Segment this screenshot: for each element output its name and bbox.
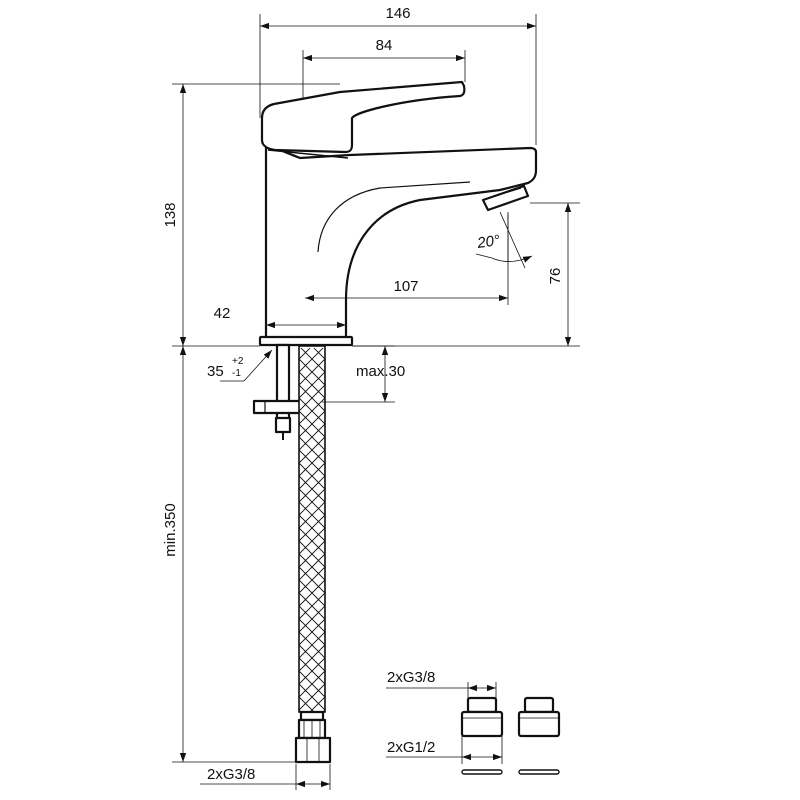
dim-min-hose-length: min.350 [162, 503, 179, 556]
threaded-rod [274, 343, 292, 440]
adapter-right [517, 696, 561, 738]
dim-hole-tol-minus: -1 [232, 368, 241, 379]
dim-hole-diameter: 35 [207, 363, 224, 380]
dim-max-thickness: max.30 [356, 363, 405, 380]
dim-hose-connection: 2xG3/8 [207, 766, 255, 783]
dim-spout-angle: 20° [475, 232, 501, 252]
dim-lever-length: 84 [376, 37, 393, 54]
lever-handle [260, 80, 466, 154]
dim-hole-tol-plus: +2 [232, 356, 244, 367]
seal-washers [461, 769, 560, 775]
dim-total-length: 146 [385, 5, 410, 22]
dim-adapter-top: 2xG3/8 [387, 669, 435, 686]
dimension-lines [172, 14, 580, 790]
base-plate [258, 335, 354, 347]
faucet-body [260, 80, 538, 340]
dim-total-height: 138 [162, 202, 179, 227]
adapter-left [460, 696, 504, 738]
hose-fitting [294, 710, 332, 764]
dim-adapter-bottom: 2xG1/2 [387, 739, 435, 756]
dim-spout-reach: 107 [393, 278, 418, 295]
dim-base-diameter: 42 [214, 305, 231, 322]
dim-spout-height: 76 [547, 268, 564, 285]
braided-hose [298, 345, 326, 713]
dimension-labels: 146 84 138 76 107 42 35 +2 -1 max.30 min… [162, 5, 564, 783]
